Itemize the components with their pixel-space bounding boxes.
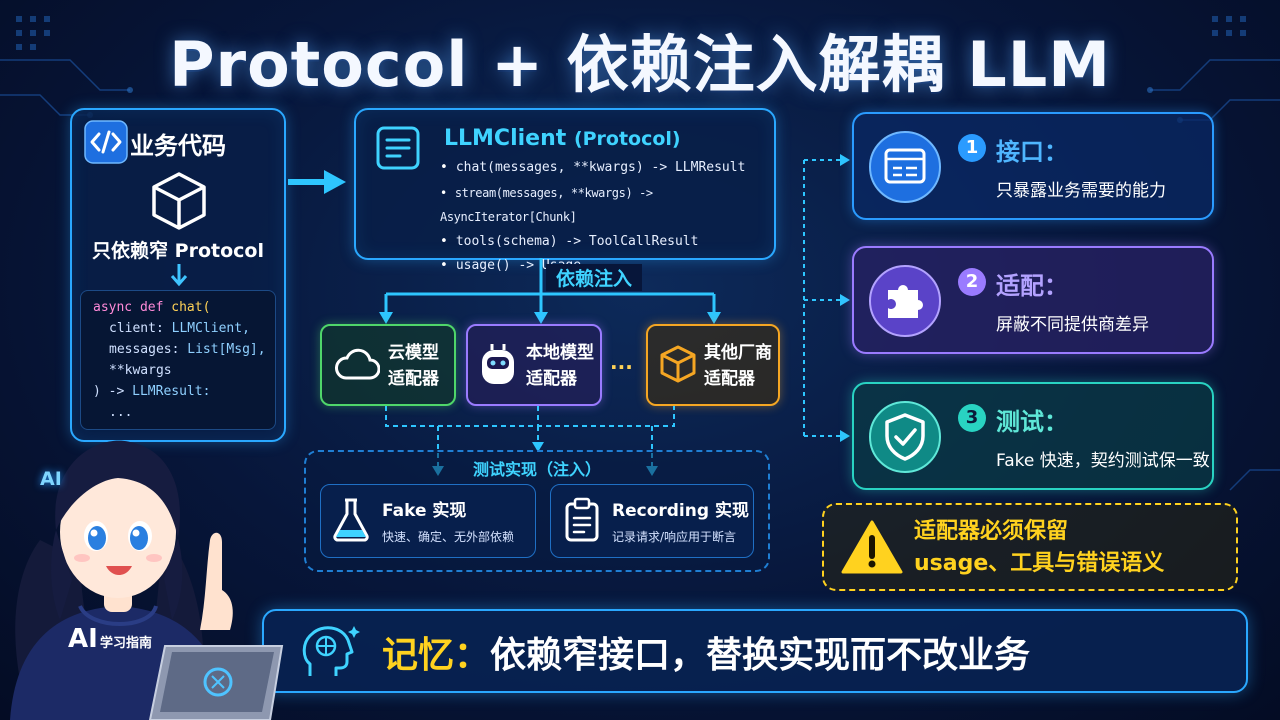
recording-impl-card (550, 484, 754, 558)
method-stream: stream(messages, **kwargs) -> AsyncItera… (440, 181, 770, 230)
business-code-caption: 只依赖窄 Protocol (92, 240, 264, 262)
di-connector (379, 258, 721, 324)
warning-box (822, 503, 1238, 591)
shield-icon (869, 401, 941, 473)
cube-icon (152, 172, 206, 230)
llm-client-title: LLMClient (Protocol) (444, 126, 681, 151)
cloud-adapter-label: 云模型适配器 (388, 343, 439, 389)
benefit-2-title: 适配： (996, 272, 1068, 300)
memory-banner (262, 609, 1248, 693)
arrow-down-icon (170, 264, 188, 287)
puzzle-icon (869, 265, 941, 337)
cloud-adapter (320, 324, 456, 406)
benefit-1-number: 1 (958, 134, 986, 162)
fake-impl-subtitle: 快速、确定、无外部依赖 (382, 530, 515, 544)
recording-impl-subtitle: 记录请求/响应用于断言 (612, 530, 737, 544)
page-title: Protocol + 依赖注入解耦 LLM (169, 28, 1111, 101)
code-snippet: async def chat( client: LLMClient, messa… (80, 290, 276, 430)
benefit-3-title: 测试： (996, 408, 1068, 436)
warning-text: 适配器必须保留 usage、工具与错误语义 (914, 519, 1165, 576)
mascot-ai-badge: AI (40, 468, 62, 490)
cloud-icon (335, 348, 380, 380)
hoodie-sub-text: 学习指南 (100, 636, 153, 651)
benefit-1-subtitle: 只暴露业务需要的能力 (996, 181, 1166, 201)
benefit-1-title: 接口： (996, 138, 1068, 166)
llm-client-methods: chat(messages, **kwargs) -> LLMResult st… (440, 156, 770, 279)
window-icon (869, 131, 941, 203)
business-code-title: 业务代码 (130, 132, 226, 160)
robot-icon (482, 344, 514, 384)
warning-icon (841, 520, 903, 574)
fake-impl-card (320, 484, 536, 558)
method-tools: tools(schema) -> ToolCallResult (440, 230, 770, 255)
benefit-3-subtitle: Fake 快速，契约测试保一致 (996, 451, 1210, 471)
adapter-ellipsis: ... (610, 350, 633, 374)
clipboard-icon (565, 497, 599, 542)
flask-icon (333, 498, 369, 542)
method-chat: chat(messages, **kwargs) -> LLMResult (440, 156, 770, 181)
other-vendor-adapter-label: 其他厂商适配器 (704, 343, 772, 389)
local-adapter-label: 本地模型适配器 (526, 343, 594, 389)
box-icon (660, 345, 696, 383)
benefit-3-number: 3 (958, 404, 986, 432)
other-vendor-adapter (646, 324, 780, 406)
brain-head-icon (302, 626, 360, 676)
benefit-2-subtitle: 屏蔽不同提供商差异 (996, 315, 1149, 335)
memory-text: 记忆：依赖窄接口，替换实现而不改业务 (382, 635, 1031, 676)
benefit-2-number: 2 (958, 268, 986, 296)
arrow-right-icon (288, 170, 346, 194)
document-icon (376, 126, 420, 170)
benefit-connector (803, 154, 850, 442)
test-impl-label: 测试实现（注入） (472, 460, 601, 479)
code-icon (84, 120, 128, 164)
recording-impl-title: Recording 实现 (612, 501, 749, 521)
hoodie-ai-text: AI (68, 624, 98, 654)
di-label: 依赖注入 (546, 264, 643, 291)
fake-impl-title: Fake 实现 (382, 501, 467, 521)
mascot-illustration (10, 440, 284, 720)
